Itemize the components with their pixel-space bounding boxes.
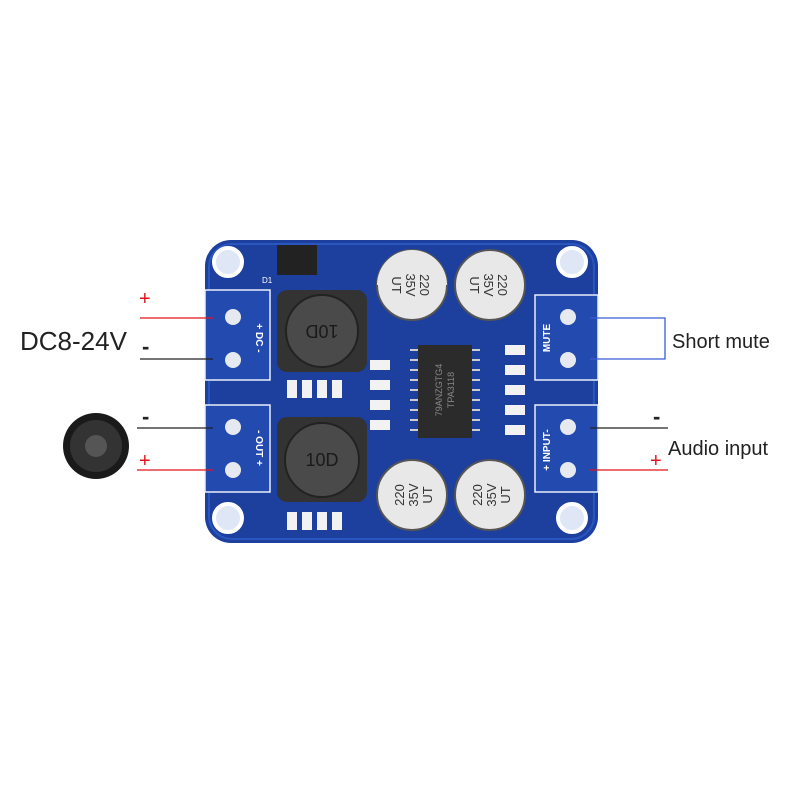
speaker-plus-sign: + — [139, 450, 151, 472]
amplifier-chip: 79ANZGTG4 TPA3118 — [410, 345, 480, 438]
svg-text:UT: UT — [498, 486, 513, 503]
svg-text:UT: UT — [467, 276, 482, 293]
svg-text:220: 220 — [417, 274, 432, 296]
capacitor: 220 35V UT — [454, 459, 526, 531]
svg-text:35V: 35V — [403, 273, 418, 296]
diode-silk: D1 — [262, 276, 273, 285]
svg-text:35V: 35V — [481, 273, 496, 296]
svg-text:UT: UT — [389, 276, 404, 293]
inductor-top: 10D — [277, 290, 367, 372]
svg-text:220: 220 — [470, 484, 485, 506]
inductor-bottom: 10D — [277, 417, 367, 502]
chip-model: TPA3118 — [446, 372, 456, 408]
mute-silk: MUTE — [542, 324, 553, 353]
capacitor: 220 35V UT — [454, 249, 526, 321]
dc-silk: + DC - — [253, 323, 264, 352]
chip-marking: 79ANZGTG4 — [434, 364, 444, 417]
input-silk: + INPUT- — [542, 429, 553, 470]
speaker-minus-sign: - — [142, 404, 149, 429]
power-label: DC8-24V — [20, 326, 128, 356]
diode — [277, 245, 317, 275]
speaker-icon — [63, 413, 129, 479]
inductor-label: 10D — [305, 321, 338, 341]
audio-plus-sign: + — [650, 450, 662, 472]
svg-text:220: 220 — [495, 274, 510, 296]
out-terminal — [204, 404, 271, 493]
svg-text:35V: 35V — [484, 483, 499, 506]
svg-text:UT: UT — [420, 486, 435, 503]
out-silk: - OUT + — [253, 430, 264, 466]
capacitor: 220 35V UT — [376, 459, 448, 531]
audio-label: Audio input — [668, 438, 769, 460]
mounting-holes — [212, 246, 588, 534]
inductor-label: 10D — [305, 450, 338, 470]
pcb-board: + DC - - OUT + MUTE + INPUT- D1 10D 10D … — [204, 240, 599, 543]
capacitor: 220 35V UT — [376, 249, 448, 321]
svg-text:220: 220 — [392, 484, 407, 506]
power-plus-sign: + — [139, 288, 151, 310]
audio-minus-sign: - — [653, 404, 660, 429]
power-minus-sign: - — [142, 334, 149, 359]
mute-short-bracket — [590, 317, 666, 360]
svg-text:35V: 35V — [406, 483, 421, 506]
mute-label: Short mute — [672, 331, 770, 353]
